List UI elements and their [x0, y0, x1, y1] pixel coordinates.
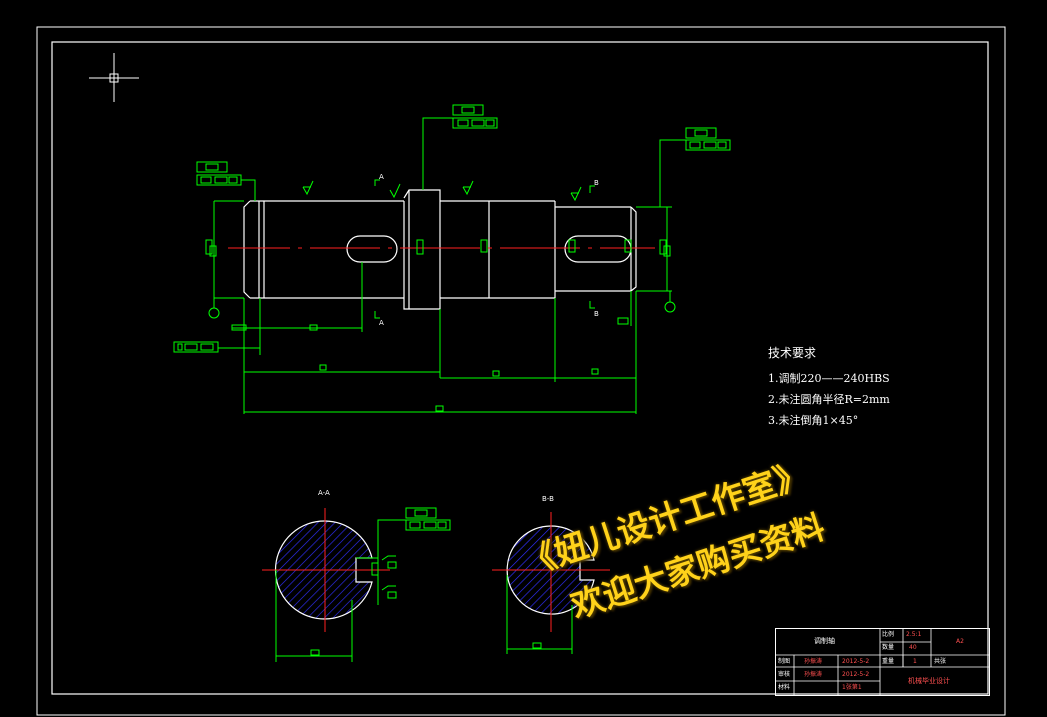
checker-name: 孙振涛	[804, 671, 823, 678]
shaft-main-view	[243, 189, 637, 310]
tech-requirement-3: 3.未注倒角1×45°	[768, 414, 859, 427]
qty-value: 40	[909, 644, 917, 651]
technical-requirements: 技术要求 1.调制220——240HBS 2.未注圆角半径R=2mm 3.未注倒…	[768, 343, 890, 431]
drawing-number: A2	[956, 638, 964, 645]
inner-frame-border	[51, 41, 989, 695]
project-title: 机械毕业设计	[908, 677, 950, 685]
outer-sheet-border	[36, 26, 1006, 716]
crosshair-cursor-icon[interactable]	[89, 53, 139, 102]
section-b-b: B-B	[492, 495, 610, 654]
title-block-grid	[776, 629, 989, 695]
title-block: 调制轴 比例 2.5:1 数量 40 A2 制图 孙振涛 2012-5-2 重量…	[775, 628, 990, 696]
section-b-label: B-B	[542, 495, 554, 503]
section-mark-a-bottom: A	[379, 319, 384, 327]
check-date: 2012-5-2	[842, 671, 870, 678]
sheet-info: 1张第1	[842, 684, 862, 691]
designer-name: 孙振涛	[804, 658, 823, 665]
weight-value: 1	[913, 658, 917, 665]
part-name: 调制轴	[814, 637, 835, 645]
tech-requirement-2: 2.未注圆角半径R=2mm	[768, 393, 890, 406]
section-mark-b-top: B	[594, 179, 599, 187]
section-mark-a-top: A	[379, 173, 384, 181]
section-mark-labels: A A B B	[379, 173, 599, 327]
scale-label: 比例	[882, 631, 895, 638]
designer-label: 制图	[778, 658, 791, 665]
tech-requirement-1: 1.调制220——240HBS	[768, 372, 890, 385]
dimension-lines	[173, 104, 731, 414]
material-label: 材料	[778, 684, 791, 691]
section-mark-b-bottom: B	[594, 310, 599, 318]
sheet-label: 共张	[934, 658, 947, 665]
scale-value: 2.5:1	[906, 631, 922, 638]
design-date: 2012-5-2	[842, 658, 870, 665]
checker-label: 审核	[778, 671, 791, 678]
tech-requirements-title: 技术要求	[768, 346, 817, 360]
section-a-label: A-A	[318, 489, 330, 497]
section-a-a: A-A	[262, 489, 451, 662]
weight-label: 重量	[882, 658, 895, 665]
qty-label: 数量	[882, 644, 895, 651]
